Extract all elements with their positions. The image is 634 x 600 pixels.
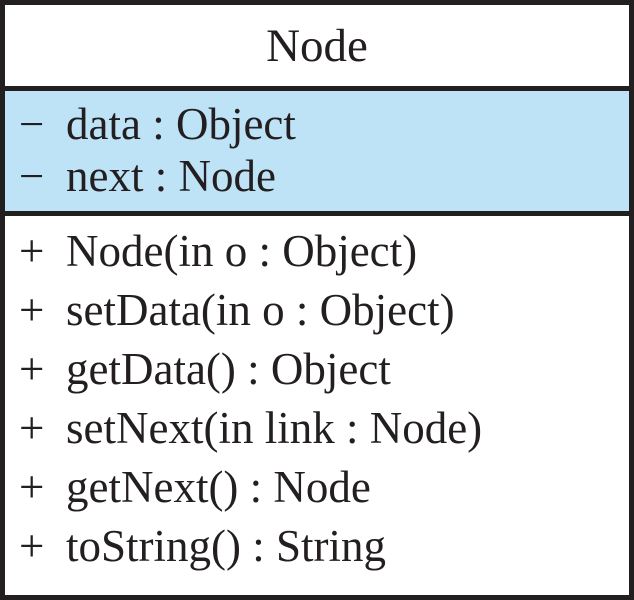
method-row: + setNext(in link : Node)	[19, 399, 619, 458]
method-row: + getData() : Object	[19, 340, 619, 399]
class-name: Node	[266, 19, 368, 72]
attribute-label: data : Object	[66, 99, 296, 149]
method-label: setData(in o : Object)	[66, 285, 455, 335]
method-label: getNext() : Node	[66, 462, 371, 512]
method-row: + setData(in o : Object)	[19, 281, 619, 340]
method-label: setNext(in link : Node)	[66, 403, 483, 453]
visibility-public-icon: +	[19, 344, 45, 394]
methods-compartment: + Node(in o : Object) + setData(in o : O…	[5, 216, 629, 595]
attribute-row: − data : Object	[19, 98, 619, 150]
visibility-public-icon: +	[19, 521, 45, 571]
attribute-row: − next : Node	[19, 150, 619, 202]
visibility-public-icon: +	[19, 285, 45, 335]
class-title-compartment: Node	[5, 5, 629, 91]
visibility-public-icon: +	[19, 403, 45, 453]
method-row: + Node(in o : Object)	[19, 222, 619, 281]
method-row: + toString() : String	[19, 517, 619, 576]
visibility-public-icon: +	[19, 226, 45, 276]
method-label: Node(in o : Object)	[66, 226, 418, 276]
method-label: getData() : Object	[66, 344, 391, 394]
visibility-private-icon: −	[19, 151, 45, 201]
method-row: + getNext() : Node	[19, 458, 619, 517]
method-label: toString() : String	[66, 521, 387, 571]
visibility-public-icon: +	[19, 462, 45, 512]
attributes-compartment: − data : Object − next : Node	[5, 91, 629, 216]
visibility-private-icon: −	[19, 99, 45, 149]
attribute-label: next : Node	[66, 151, 276, 201]
